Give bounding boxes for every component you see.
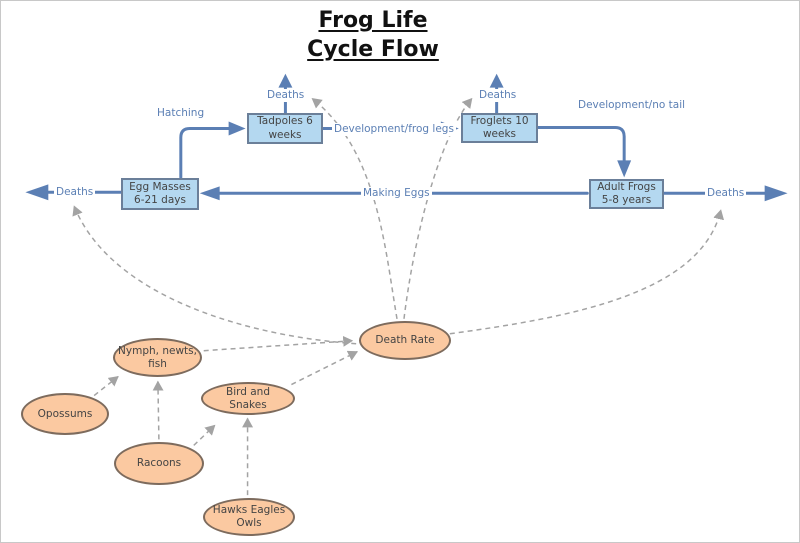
- node-opossums: Opossums: [21, 393, 109, 435]
- arrowhead-tadpoles-deaths: [278, 73, 293, 88]
- label-hatching: Hatching: [155, 107, 207, 120]
- dashed-death-rate-to-deaths-left: [72, 205, 357, 345]
- arrowhead-deaths-right: [764, 185, 788, 202]
- label-deaths-tadpoles: Deaths: [265, 89, 307, 102]
- dashed-nymph-to-death-rate: [203, 335, 354, 352]
- arrow-hatching-line: [179, 127, 233, 179]
- arrowhead-development-no-tail: [617, 160, 632, 178]
- dashed-opossums-to-nymph: [93, 375, 119, 397]
- dashed-death-rate-to-deaths-froglets: [403, 97, 473, 319]
- label-deaths-right: Deaths: [705, 187, 747, 200]
- node-adult-frogs: Adult Frogs 5-8 years: [589, 179, 664, 209]
- dashed-death-rate-to-deaths-right: [449, 209, 725, 335]
- arrowhead-hatching: [228, 121, 246, 136]
- node-death-rate: Death Rate: [359, 321, 451, 360]
- node-tadpoles: Tadpoles 6 weeks: [247, 113, 323, 144]
- label-deaths-froglets: Deaths: [477, 89, 519, 102]
- label-making-eggs: Making Eggs: [361, 187, 432, 200]
- node-hawks-eagles-owls: Hawks Eagles Owls: [203, 498, 295, 536]
- arrow-development-no-tail-line: [535, 126, 626, 163]
- node-nymph-newts-fish: Nymph, newts, fish: [113, 338, 202, 377]
- dashed-death-rate-to-deaths-tadpoles: [311, 98, 398, 319]
- dashed-racoons-to-bird-snakes: [193, 424, 216, 446]
- diagram-title: Frog Life Cycle Flow: [273, 7, 473, 64]
- node-egg-masses: Egg Masses 6-21 days: [121, 178, 199, 210]
- arrowhead-froglets-deaths: [489, 73, 504, 88]
- title-line-2: Cycle Flow: [307, 36, 439, 62]
- dashed-racoons-to-nymph: [152, 380, 164, 440]
- label-development-frog-legs: Development/frog legs: [332, 123, 456, 136]
- label-deaths-left: Deaths: [54, 186, 96, 199]
- node-bird-and-snakes: Bird and Snakes: [201, 382, 295, 415]
- dashed-bird-snakes-to-death-rate: [291, 350, 359, 386]
- label-development-no-tail: Development/no tail: [576, 99, 688, 112]
- arrowhead-making-eggs: [199, 186, 220, 201]
- title-line-1: Frog Life: [318, 8, 428, 33]
- arrowhead-deaths-left: [25, 184, 49, 201]
- node-froglets: Froglets 10 weeks: [461, 113, 538, 143]
- node-racoons: Racoons: [114, 442, 204, 485]
